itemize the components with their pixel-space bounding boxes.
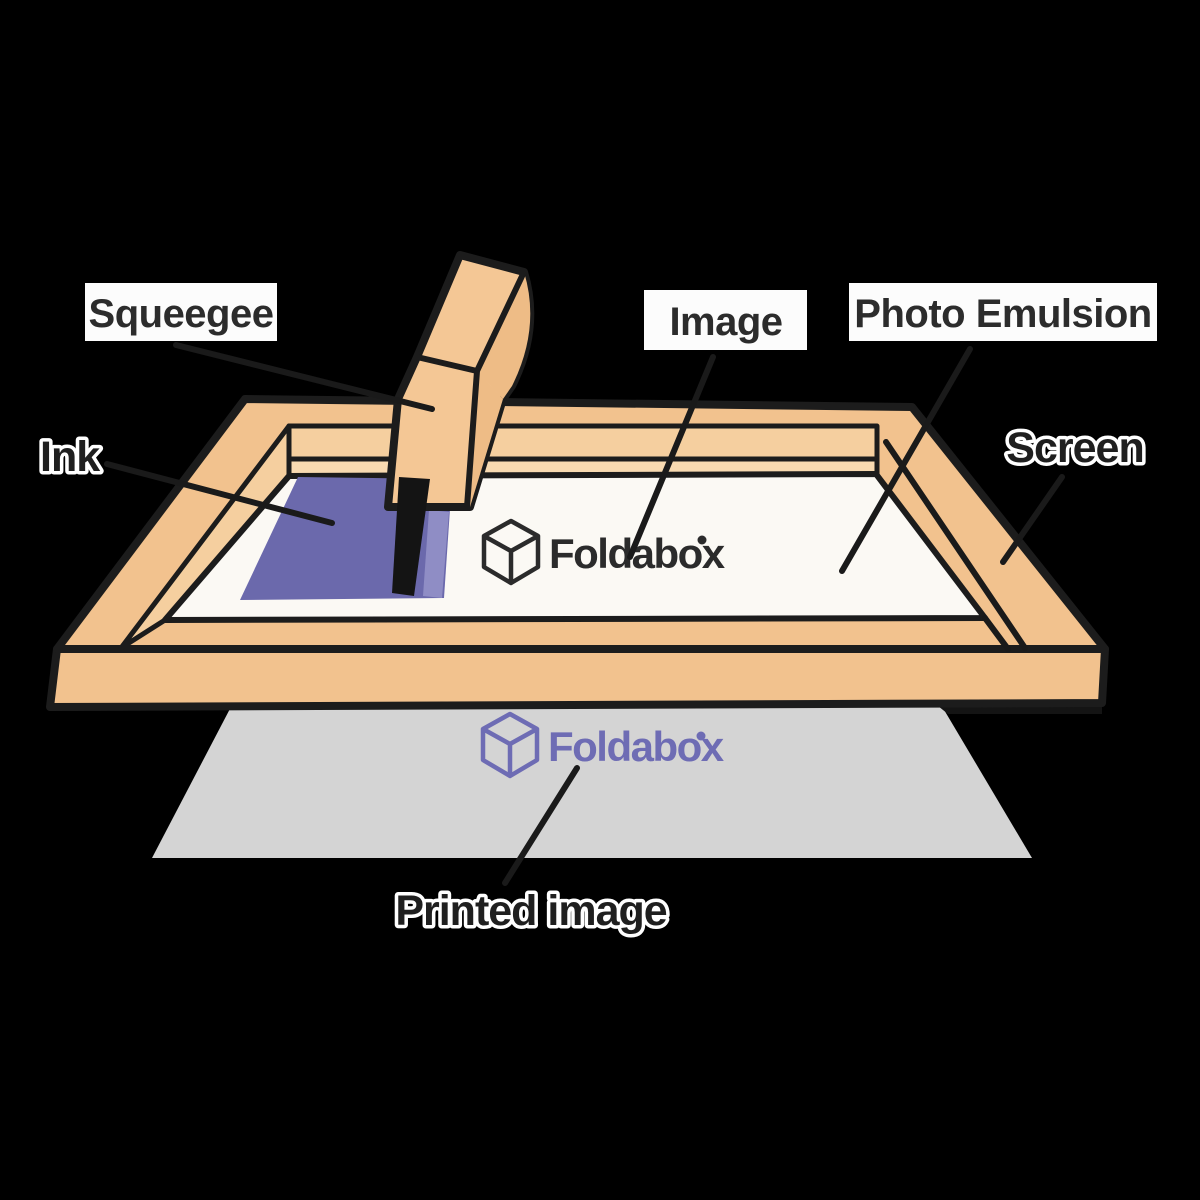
printed-image-leader-line (502, 765, 580, 886)
squeegee-label-box (85, 283, 277, 341)
frame-inner-right-edge (883, 439, 1028, 651)
printed-foldabox-logo: Foldabox (480, 711, 726, 779)
printed-logo-mark-dot (696, 731, 706, 741)
squeegee-leader-line (173, 342, 435, 412)
ink-streak (423, 510, 449, 598)
ink-label-text: Ink (40, 433, 100, 481)
printed-cube-icon (480, 711, 540, 779)
frame-inner-wall-top (286, 423, 880, 462)
photo-emulsion-leader-line (839, 346, 973, 574)
ink-leader-line (104, 461, 335, 526)
screen-leader-line (1000, 474, 1065, 565)
photo-emulsion-label-box (849, 283, 1157, 341)
photo-emulsion-label-text: Photo Emulsion (854, 292, 1151, 336)
screen-logo-mark-dot (697, 535, 707, 545)
label-squeegee: Squeegee (85, 283, 277, 341)
squeegee-blade (392, 477, 430, 596)
squeegee-handle-edges (416, 270, 527, 508)
screen-label-text: Screen (1006, 424, 1143, 472)
label-image: Image (644, 290, 807, 350)
image-leader-line (627, 354, 716, 560)
frame-front-slab (46, 645, 1109, 711)
printed-image-label-text: Printed image (395, 887, 666, 935)
frame-inner-right-corner-line (982, 615, 1011, 652)
squeegee (384, 251, 535, 596)
image-label-text: Image (669, 300, 782, 344)
label-photo-emulsion: Photo Emulsion (849, 283, 1157, 341)
squeegee-handle-side-face (477, 272, 531, 399)
printed-logo-text: Foldabox (548, 723, 725, 770)
squeegee-label-text: Squeegee (89, 292, 274, 336)
screen-cube-icon (481, 518, 541, 586)
printed-paper (152, 703, 1032, 858)
image-label-box (644, 290, 807, 350)
